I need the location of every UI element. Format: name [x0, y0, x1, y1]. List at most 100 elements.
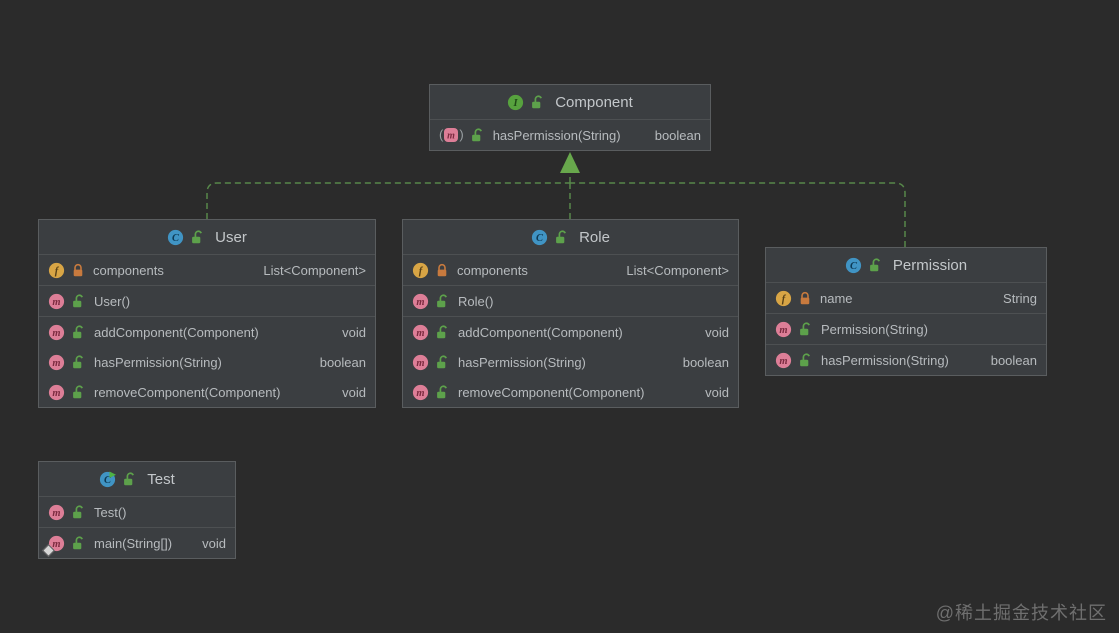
private-lock-icon: [72, 263, 84, 277]
svg-text:m: m: [416, 388, 424, 399]
member-row-role-constructors-0[interactable]: m Role(): [403, 286, 738, 316]
member-row-test-constructors-0[interactable]: m Test(): [39, 497, 235, 527]
member-label: components: [457, 262, 528, 278]
method-icon: m: [775, 352, 792, 369]
member-type: boolean: [990, 352, 1037, 368]
section-fields: f name String: [766, 282, 1046, 313]
svg-text:m: m: [779, 325, 787, 336]
member-type: List<Component>: [263, 262, 366, 278]
method-icon: m: [42, 535, 65, 557]
section-methods: m addComponent(Component) void m hasPermissi…: [403, 316, 738, 407]
public-lock-icon: [436, 385, 449, 399]
class-title: User: [215, 228, 247, 246]
public-lock-icon: [72, 294, 85, 308]
svg-text:m: m: [52, 508, 60, 519]
method-icon: m: [412, 293, 429, 310]
svg-text:m: m: [447, 131, 455, 142]
member-label: hasPermission(String): [821, 352, 949, 368]
member-row-component-methods-0[interactable]: (m)hasPermission(String)boolean: [430, 120, 710, 150]
svg-text:m: m: [52, 388, 60, 399]
member-type: List<Component>: [626, 262, 729, 278]
member-label: name: [820, 290, 853, 306]
abstract-paren-right: ): [459, 126, 464, 142]
svg-text:m: m: [416, 358, 424, 369]
member-type: void: [202, 535, 226, 551]
method-icon: m: [48, 354, 65, 371]
class-header-component[interactable]: I Component: [430, 85, 710, 119]
field-icon: f: [412, 262, 429, 279]
method-icon: m: [48, 384, 65, 401]
member-type: boolean: [682, 354, 729, 370]
member-label: removeComponent(Component): [94, 384, 281, 400]
member-type: String: [1003, 290, 1037, 306]
public-lock-icon: [72, 536, 85, 550]
member-type: void: [342, 324, 366, 340]
member-row-user-methods-1[interactable]: m hasPermission(String) boolean: [39, 347, 375, 377]
public-lock-icon: [555, 230, 568, 244]
method-icon: m: [48, 293, 65, 310]
member-type: void: [705, 324, 729, 340]
member-label: hasPermission(String): [492, 127, 621, 143]
member-row-permission-fields-0[interactable]: f name String: [766, 283, 1046, 313]
field-icon: f: [775, 290, 792, 307]
member-label: Role(): [458, 293, 494, 309]
method-icon: m: [412, 384, 429, 401]
member-label: hasPermission(String): [458, 354, 586, 370]
member-label: components: [93, 262, 164, 278]
member-label: addComponent(Component): [458, 324, 623, 340]
svg-text:C: C: [104, 475, 112, 486]
svg-text:m: m: [52, 358, 60, 369]
public-lock-icon: [72, 385, 85, 399]
svg-text:f: f: [782, 294, 787, 305]
member-type: boolean: [319, 354, 366, 370]
private-lock-icon: [436, 263, 448, 277]
svg-text:m: m: [52, 297, 60, 308]
member-label: hasPermission(String): [94, 354, 222, 370]
member-row-user-fields-0[interactable]: f components List<Component>: [39, 255, 375, 285]
section-methods: m hasPermission(String) boolean: [766, 344, 1046, 375]
public-lock-icon: [799, 322, 812, 336]
member-label: Test(): [94, 504, 127, 520]
svg-text:f: f: [55, 266, 60, 277]
abstract-method-icon: (m): [439, 127, 464, 143]
section-methods: (m)hasPermission(String)boolean: [430, 119, 710, 150]
class-title: Component: [555, 93, 633, 111]
svg-text:C: C: [850, 261, 858, 272]
public-lock-icon: [123, 472, 136, 486]
member-row-role-methods-1[interactable]: m hasPermission(String) boolean: [403, 347, 738, 377]
interface-icon: I: [507, 94, 524, 111]
method-icon: m: [48, 504, 65, 521]
member-row-role-fields-0[interactable]: f components List<Component>: [403, 255, 738, 285]
class-header-user[interactable]: C User: [39, 220, 375, 254]
method-icon: m: [412, 354, 429, 371]
field-icon: f: [48, 262, 65, 279]
class-icon: C: [845, 257, 862, 274]
member-row-permission-methods-0[interactable]: m hasPermission(String) boolean: [766, 345, 1046, 375]
abstract-paren-left: (: [439, 126, 444, 142]
svg-text:m: m: [416, 297, 424, 308]
public-lock-icon: [436, 355, 449, 369]
public-lock-icon: [72, 325, 85, 339]
class-icon: C: [167, 229, 184, 246]
implements-arrowhead: [560, 152, 580, 173]
public-lock-icon: [72, 355, 85, 369]
public-lock-icon: [191, 230, 204, 244]
